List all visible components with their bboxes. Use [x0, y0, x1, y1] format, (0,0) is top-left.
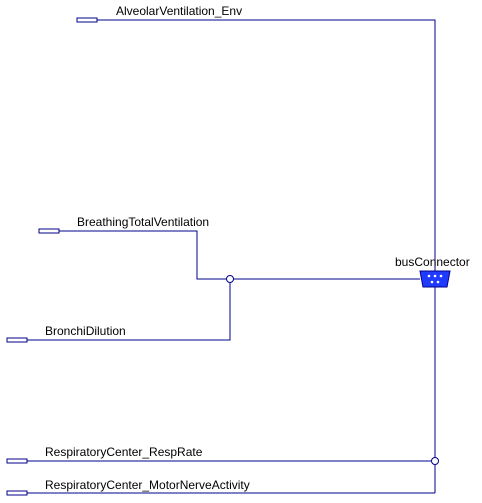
- label-resp-rate: RespiratoryCenter_RespRate: [45, 445, 203, 459]
- port-alveolar-ventilation[interactable]: [76, 17, 98, 23]
- port-bronchi-dilution[interactable]: [6, 337, 28, 343]
- port-motor-nerve-activity[interactable]: [6, 490, 28, 496]
- label-bronchi-dilution: BronchiDilution: [45, 324, 126, 338]
- label-motor-nerve-activity: RespiratoryCenter_MotorNerveActivity: [45, 478, 250, 492]
- wire-bronchi-dilution[interactable]: [27, 279, 231, 341]
- label-alveolar-ventilation: AlveolarVentilation_Env: [116, 4, 242, 18]
- bus-connector-pin: [439, 274, 443, 278]
- junction-node-lower: [431, 457, 439, 465]
- bus-connector-pin: [436, 280, 440, 284]
- wire-breathing-total-ventilation[interactable]: [59, 230, 230, 280]
- label-bus-connector: busConnector: [395, 255, 470, 269]
- bus-connector-pin: [433, 274, 437, 278]
- port-breathing-total-ventilation[interactable]: [38, 228, 60, 234]
- label-breathing-total-ventilation: BreathingTotalVentilation: [77, 215, 209, 229]
- bus-connector[interactable]: [419, 270, 451, 288]
- bus-connector-icon[interactable]: [419, 270, 451, 288]
- wire-alveolar-ventilation[interactable]: [97, 19, 436, 282]
- bus-connector-pin: [430, 280, 434, 284]
- port-resp-rate[interactable]: [6, 458, 28, 464]
- bus-connector-pin: [427, 274, 431, 278]
- junction-node-upper: [226, 275, 234, 283]
